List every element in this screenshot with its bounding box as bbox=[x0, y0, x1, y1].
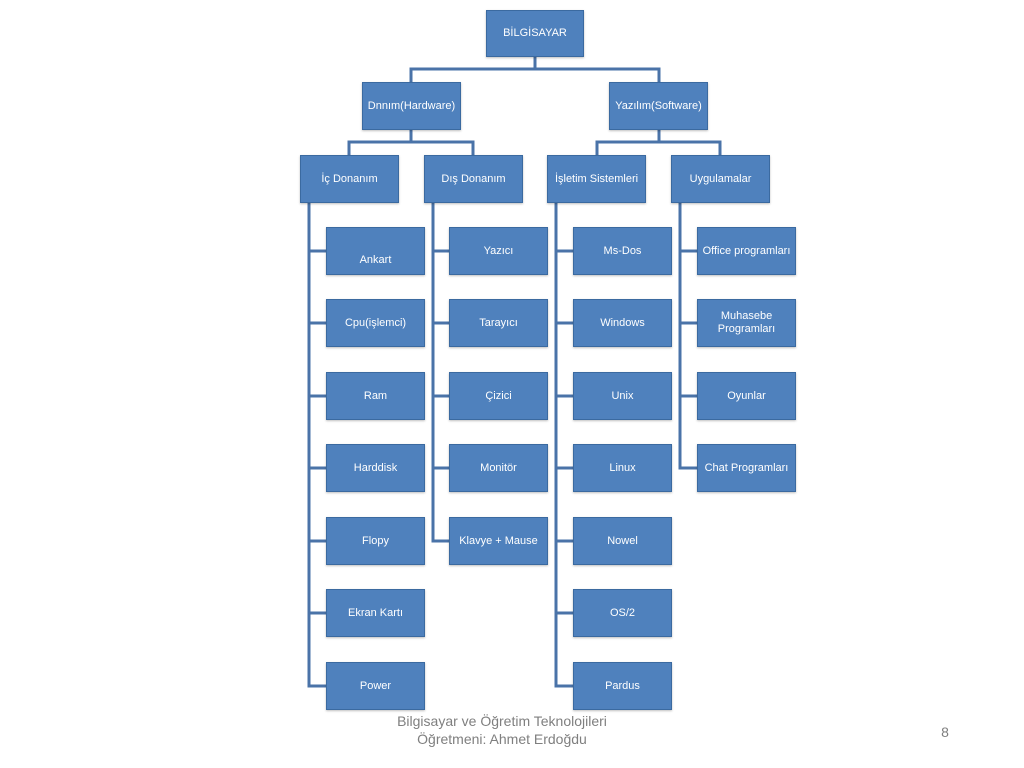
leaf-os-1: Windows bbox=[573, 299, 672, 347]
external-hardware-node: Dış Donanım bbox=[424, 155, 523, 203]
leaf-ic-2: Ram bbox=[326, 372, 425, 420]
leaf-dis-2: Çizici bbox=[449, 372, 548, 420]
root-node: BİLGİSAYAR bbox=[486, 10, 584, 57]
leaf-os-2: Unix bbox=[573, 372, 672, 420]
software-node: Yazılım(Software) bbox=[609, 82, 708, 130]
leaf-app-3: Chat Programları bbox=[697, 444, 796, 492]
leaf-os-0: Ms-Dos bbox=[573, 227, 672, 275]
footer-line-1: Bilgisayar ve Öğretim Teknolojileri bbox=[397, 713, 607, 729]
leaf-app-1: Muhasebe Programları bbox=[697, 299, 796, 347]
leaf-ic-6: Power bbox=[326, 662, 425, 710]
leaf-ic-4: Flopy bbox=[326, 517, 425, 565]
hardware-node: Dnnım(Hardware) bbox=[362, 82, 461, 130]
footer-text: Bilgisayar ve Öğretim Teknolojileri Öğre… bbox=[362, 712, 642, 748]
leaf-dis-4: Klavye + Mause bbox=[449, 517, 548, 565]
leaf-os-4: Nowel bbox=[573, 517, 672, 565]
operating-systems-node: İşletim Sistemleri bbox=[547, 155, 646, 203]
leaf-dis-1: Tarayıcı bbox=[449, 299, 548, 347]
leaf-ic-0: Ankart bbox=[326, 227, 425, 275]
page-number: 8 bbox=[941, 724, 949, 740]
leaf-ic-3: Harddisk bbox=[326, 444, 425, 492]
leaf-dis-3: Monitör bbox=[449, 444, 548, 492]
leaf-app-0: Office programları bbox=[697, 227, 796, 275]
applications-node: Uygulamalar bbox=[671, 155, 770, 203]
leaf-ic-5: Ekran Kartı bbox=[326, 589, 425, 637]
internal-hardware-node: İç Donanım bbox=[300, 155, 399, 203]
leaf-os-5: OS/2 bbox=[573, 589, 672, 637]
footer-line-2: Öğretmeni: Ahmet Erdoğdu bbox=[417, 731, 587, 747]
leaf-os-3: Linux bbox=[573, 444, 672, 492]
leaf-os-6: Pardus bbox=[573, 662, 672, 710]
leaf-app-2: Oyunlar bbox=[697, 372, 796, 420]
leaf-dis-0: Yazıcı bbox=[449, 227, 548, 275]
leaf-ic-1: Cpu(işlemci) bbox=[326, 299, 425, 347]
